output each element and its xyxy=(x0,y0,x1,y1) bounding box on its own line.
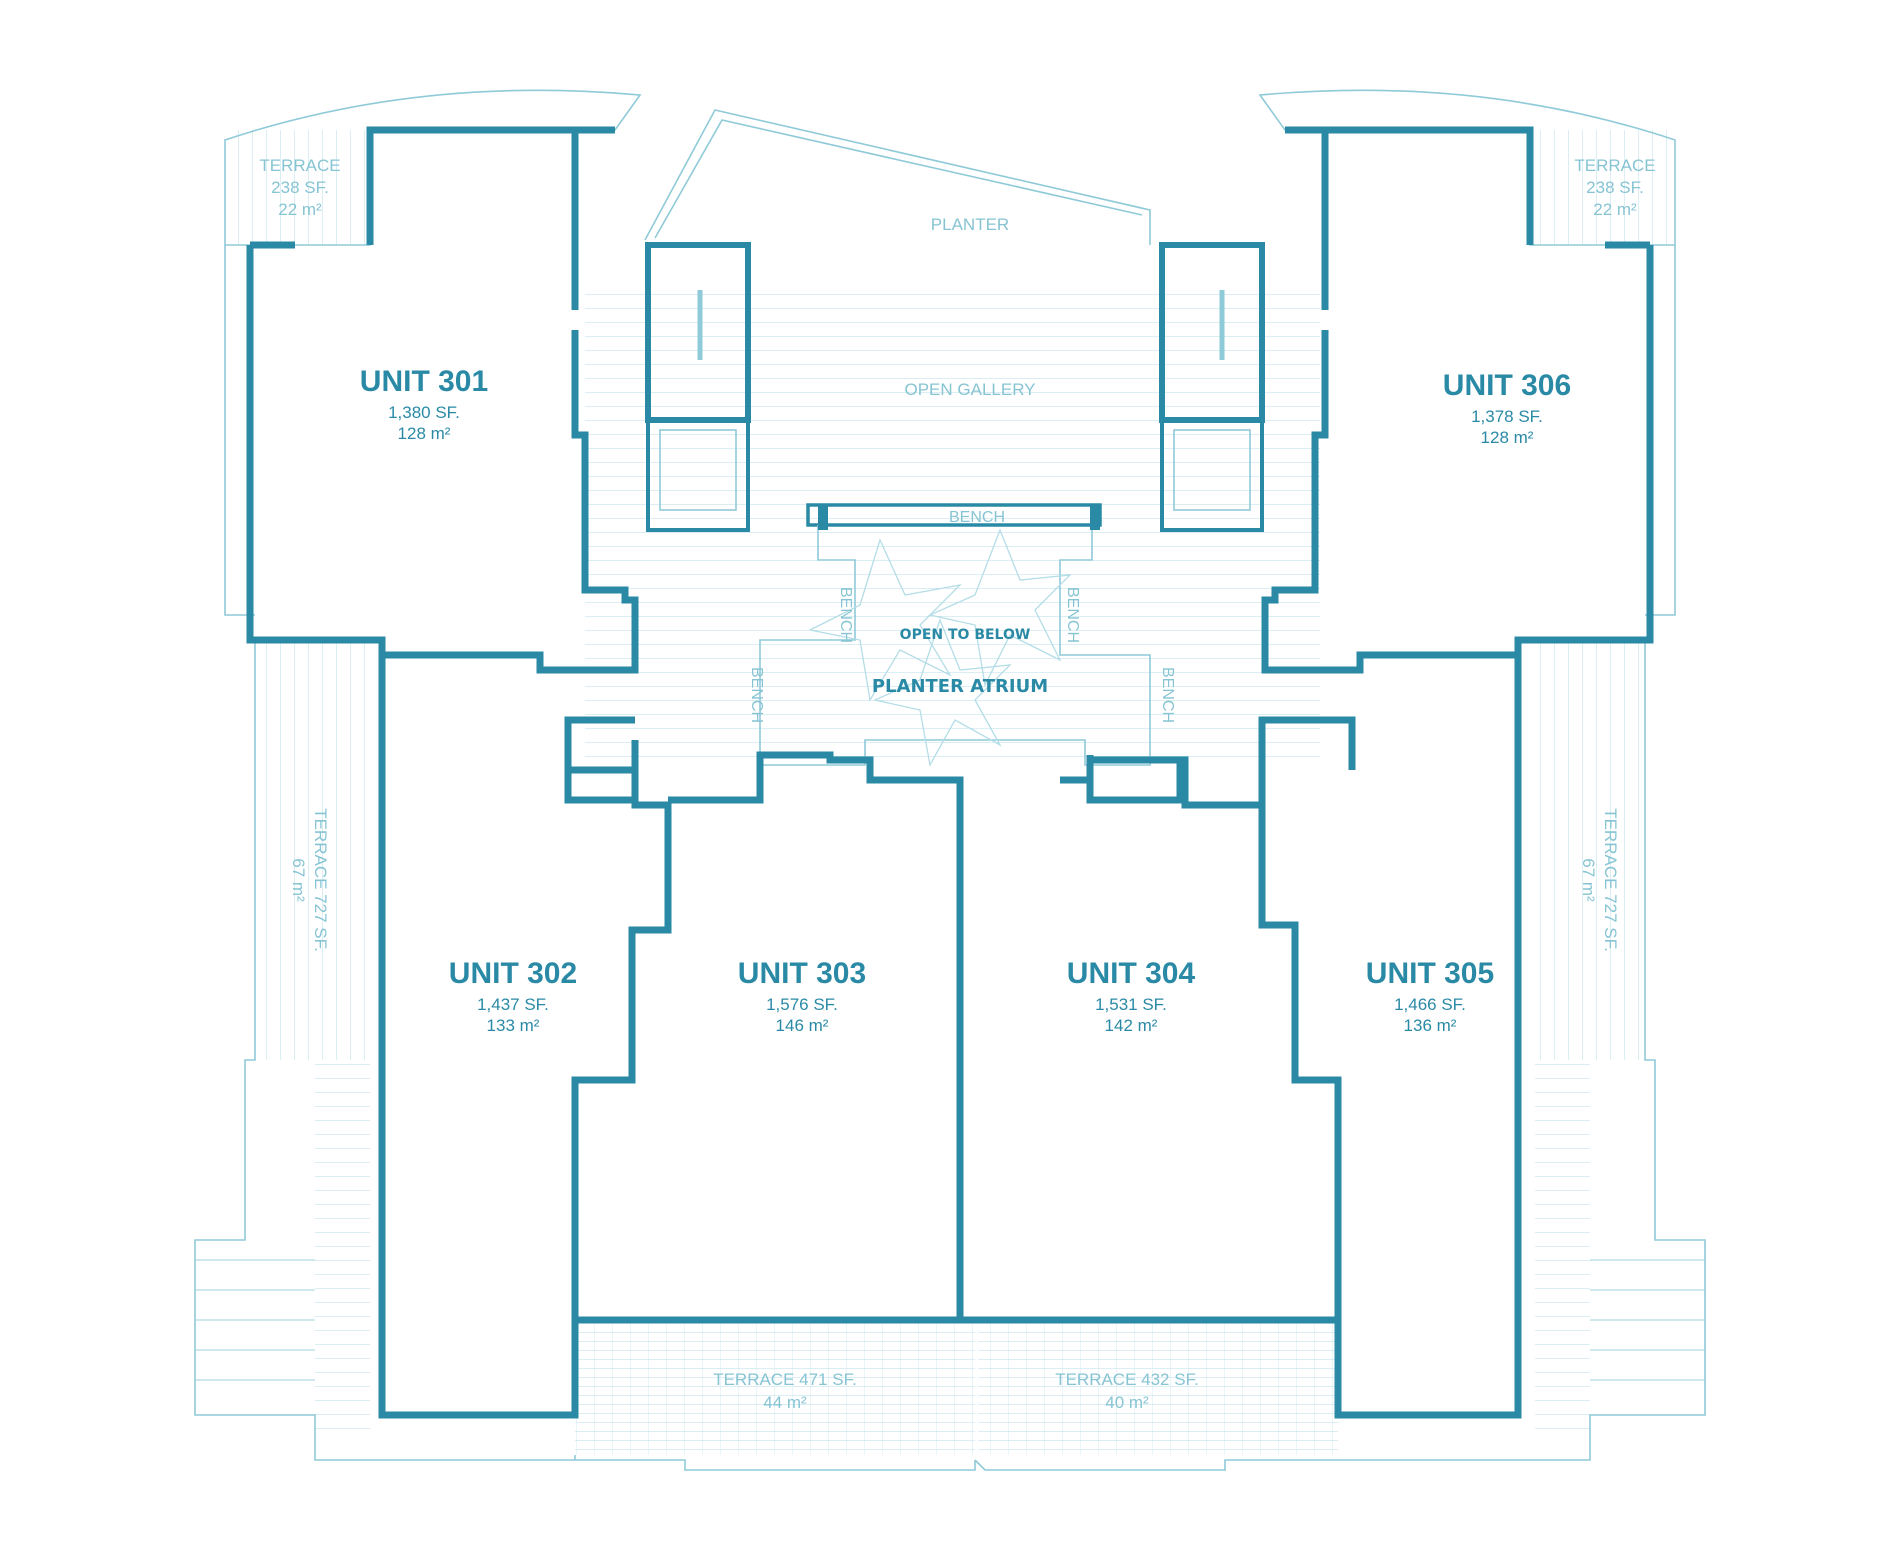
terrace-ne-name: TERRACE xyxy=(1574,156,1655,175)
unit-301-title: UNIT 301 xyxy=(360,365,488,398)
unit-walls xyxy=(246,126,1654,1419)
unit-303-m2: 146 m² xyxy=(776,1016,829,1035)
unit-304-m2: 142 m² xyxy=(1105,1016,1158,1035)
bench-label-right: BENCH xyxy=(1064,587,1081,643)
planter-north xyxy=(644,109,1151,245)
terrace-south-right-line1: TERRACE 432 SF. xyxy=(1055,1370,1199,1389)
unit-303-sf: 1,576 SF. xyxy=(766,995,838,1014)
atrium xyxy=(759,503,1151,767)
terrace-hatching xyxy=(230,130,1675,1455)
bench-label-lower-right: BENCH xyxy=(1159,667,1176,723)
unit-302-title: UNIT 302 xyxy=(449,957,577,990)
unit-305-sf: 1,466 SF. xyxy=(1394,995,1466,1014)
terrace-west-line1: TERRACE 727 SF. xyxy=(311,808,330,952)
stair-core-right xyxy=(1159,242,1265,532)
unit-306-title: UNIT 306 xyxy=(1443,369,1571,402)
terrace-east-line1: TERRACE 727 SF. xyxy=(1601,808,1620,952)
unit-301-m2: 128 m² xyxy=(398,424,451,443)
stair-core-left xyxy=(645,242,751,532)
planter-label: PLANTER xyxy=(931,215,1009,234)
open-gallery-label: OPEN GALLERY xyxy=(904,380,1035,399)
planter-atrium-label: PLANTER ATRIUM xyxy=(872,676,1048,697)
terrace-outlines xyxy=(194,89,1706,1471)
terrace-nw-sf: 238 SF. xyxy=(271,178,329,197)
open-to-below-label: OPEN TO BELOW xyxy=(900,627,1031,643)
unit-306-sf: 1,378 SF. xyxy=(1471,407,1543,426)
bench-label-top: BENCH xyxy=(949,509,1005,526)
terrace-south-right-line2: 40 m² xyxy=(1105,1393,1149,1412)
bench-label-left: BENCH xyxy=(837,587,854,643)
bench-label-lower-left: BENCH xyxy=(748,667,765,723)
unit-301-sf: 1,380 SF. xyxy=(388,403,460,422)
unit-302-m2: 133 m² xyxy=(487,1016,540,1035)
unit-302-sf: 1,437 SF. xyxy=(477,995,549,1014)
labels: TERRACE 238 SF. 22 m² TERRACE 238 SF. 22… xyxy=(259,156,1655,1412)
terrace-south-left-line2: 44 m² xyxy=(763,1393,807,1412)
unit-306-m2: 128 m² xyxy=(1481,428,1534,447)
terrace-west-line2: 67 m² xyxy=(289,858,308,902)
unit-304-title: UNIT 304 xyxy=(1067,957,1196,990)
unit-305-title: UNIT 305 xyxy=(1366,957,1494,990)
terrace-nw-m2: 22 m² xyxy=(278,200,322,219)
unit-303-title: UNIT 303 xyxy=(738,957,866,990)
terrace-east-line2: 67 m² xyxy=(1579,858,1598,902)
terrace-south-left-line1: TERRACE 471 SF. xyxy=(713,1370,857,1389)
unit-305-m2: 136 m² xyxy=(1404,1016,1457,1035)
terrace-ne-m2: 22 m² xyxy=(1593,200,1637,219)
terrace-nw-name: TERRACE xyxy=(259,156,340,175)
terrace-ne-sf: 238 SF. xyxy=(1586,178,1644,197)
unit-304-sf: 1,531 SF. xyxy=(1095,995,1167,1014)
